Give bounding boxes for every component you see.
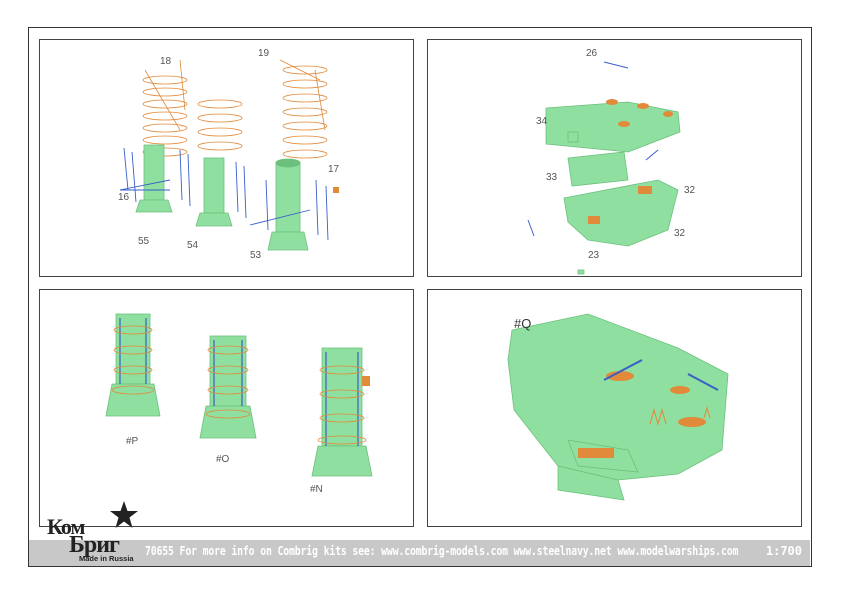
part-number-label: 34 — [536, 116, 548, 127]
panel-bridge-assembled: #Q — [427, 289, 802, 527]
view-label-p: #P — [126, 436, 139, 447]
star-icon — [110, 501, 138, 528]
part-number-label: 33 — [546, 172, 558, 183]
part-number-label: 16 — [118, 192, 130, 203]
footer-info-text: 70655 For more info on Combrig kits see:… — [145, 544, 739, 558]
bridge-exploded-drawing — [527, 61, 681, 275]
logo-line-1: Ком — [47, 514, 85, 539]
funnels-assembled-drawing — [105, 313, 373, 477]
part-number-label: 32 — [684, 185, 696, 196]
part-number-label: 54 — [187, 240, 199, 251]
view-label-n: #N — [310, 484, 323, 495]
footer-bar: 70655 For more info on Combrig kits see:… — [29, 540, 810, 566]
bridge-assembled-drawing — [507, 313, 729, 501]
logo-line-2: Бриг — [69, 532, 120, 558]
scale-label: 1:700 — [765, 544, 802, 558]
combrig-logo: Ком Бриг Made in Russia — [43, 501, 143, 564]
view-label-o: #O — [216, 454, 230, 465]
instruction-sheet: 18 19 16 17 55 54 53 — [28, 27, 812, 567]
part-number-label: 17 — [328, 164, 340, 175]
part-number-label: 18 — [160, 56, 172, 67]
view-label-q: #Q — [514, 316, 532, 331]
part-number-label: 55 — [138, 236, 150, 247]
part-number-label: 32 — [674, 228, 686, 239]
part-number-label: 26 — [586, 48, 598, 59]
panel-funnels-exploded: 18 19 16 17 55 54 53 — [39, 39, 414, 277]
logo-made-in: Made in Russia — [79, 554, 134, 563]
part-number-label: 53 — [250, 250, 262, 261]
part-number-label: 19 — [258, 48, 270, 59]
part-number-label: 23 — [588, 250, 600, 261]
funnels-exploded-drawing — [119, 59, 339, 251]
panel-funnels-assembled: #P #O #N — [39, 289, 414, 527]
panel-bridge-exploded: 26 34 33 32 32 23 — [427, 39, 802, 277]
